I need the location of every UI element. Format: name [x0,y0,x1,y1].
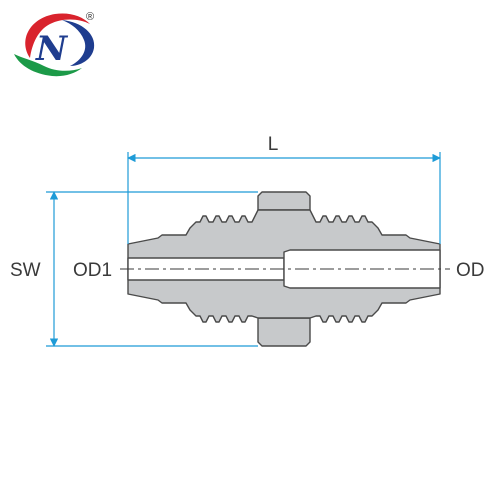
logo-letter: N [35,29,69,69]
od-label: OD [456,260,485,281]
dimension-hex-width [46,191,258,347]
union-fitting-body [127,191,441,347]
hex-section-bottom [257,317,311,347]
od1-label: OD1 [73,260,112,281]
logo-green-swoosh [14,54,82,77]
bore-large [283,249,441,289]
hex-section [257,191,311,211]
logo-red-swoosh [25,13,91,58]
hex-width-label: SW [10,260,41,281]
registered-mark: ® [86,11,94,23]
length-label: L [268,134,279,155]
company-logo: N ® [14,11,95,77]
logo-blue-swoosh [62,20,95,66]
dimension-length [127,152,441,244]
